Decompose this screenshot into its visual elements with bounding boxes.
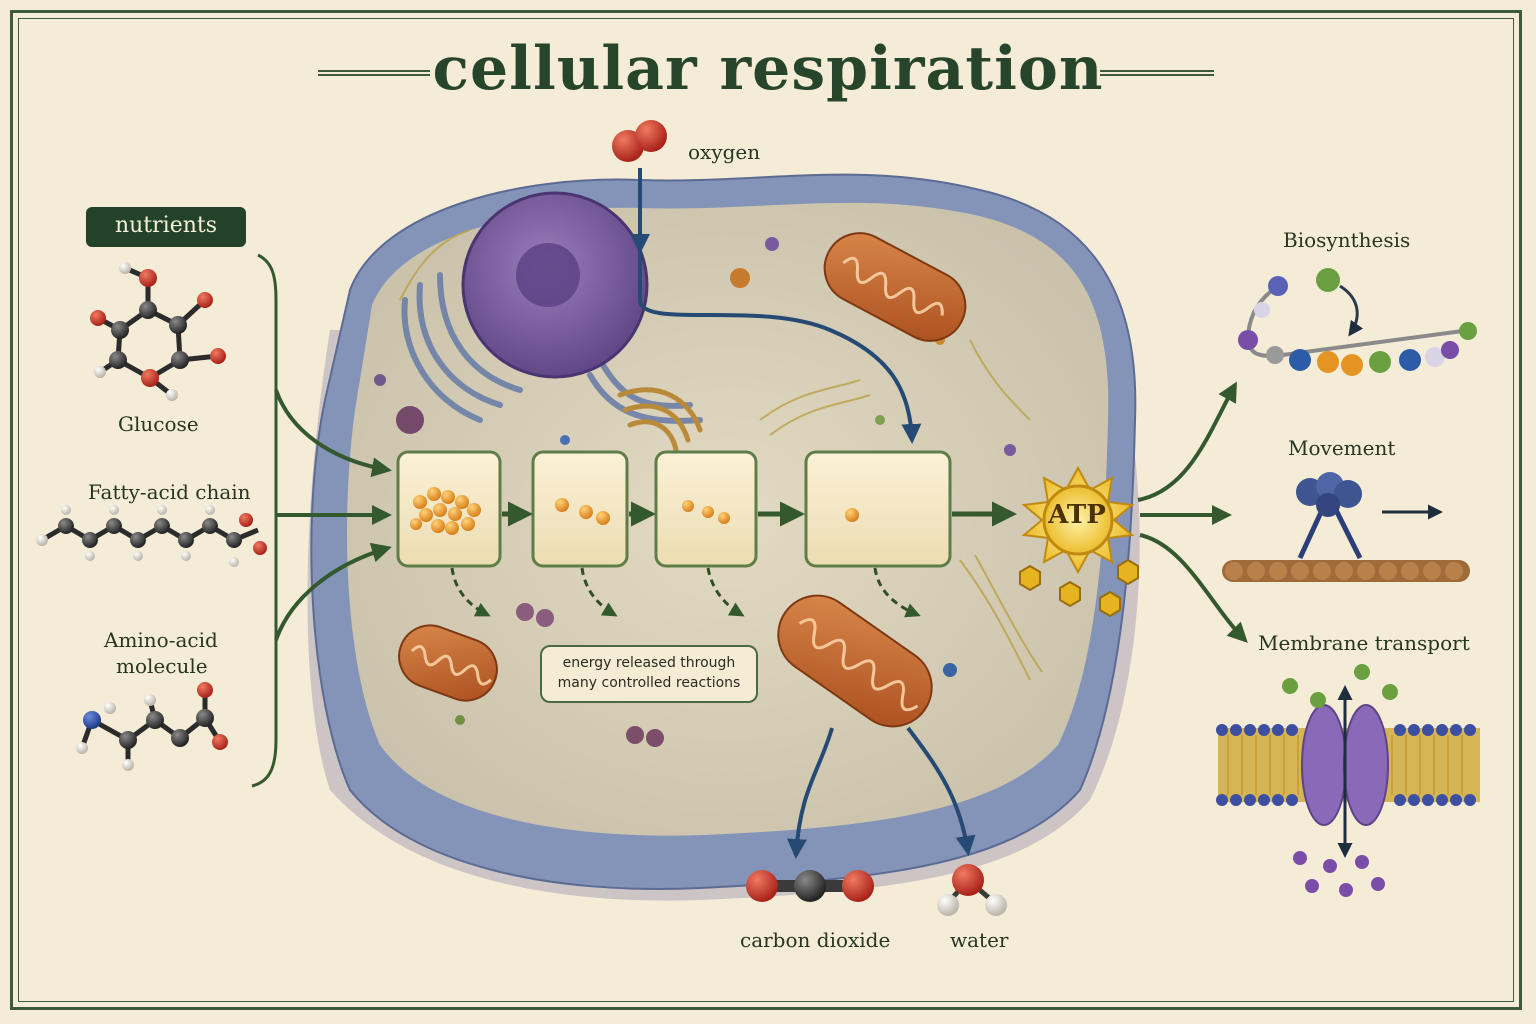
nutrients-badge: nutrients [86, 207, 246, 247]
cytoskeleton-fibers [399, 229, 1043, 681]
output-arrows [787, 726, 976, 859]
title-rule-left [318, 70, 430, 76]
page-title: cellular respiration [432, 34, 1104, 104]
nutrient-bracket [251, 253, 278, 788]
nucleus [461, 191, 649, 379]
oxygen-arrow [638, 168, 922, 444]
atp-use-arrows [1137, 381, 1248, 643]
biosynthesis-label: Biosynthesis [1283, 228, 1411, 252]
reaction-step-3 [654, 450, 758, 568]
protein-chain-icon [1238, 268, 1477, 376]
atp-label: ATP [1048, 500, 1106, 530]
golgi-apparatus [617, 387, 703, 453]
energy-release-arrows [450, 567, 921, 618]
motor-protein-icon [1222, 472, 1470, 582]
atp-star-icon [1021, 465, 1135, 575]
oxygen-molecule-icon [612, 120, 667, 162]
nutrient-input-arrows [274, 389, 392, 641]
membrane-channel-icon [1216, 664, 1480, 897]
reaction-step-4 [804, 450, 952, 568]
amino-acid-label-line1: Amino-acid [104, 628, 218, 652]
amino-acid-molecule-icon [76, 682, 228, 771]
mitochondrion-left [398, 624, 498, 702]
title-rule-right [1100, 70, 1214, 76]
carbon-dioxide-label: carbon dioxide [740, 928, 891, 952]
energy-release-note: energy released through many controlled … [540, 645, 758, 703]
reaction-step-1 [396, 450, 502, 568]
glucose-molecule-icon [90, 262, 226, 401]
reaction-step-2 [531, 450, 629, 568]
amino-acid-label-line2: molecule [116, 654, 208, 678]
fatty-acid-molecule-icon [36, 505, 267, 567]
water-molecule-icon [937, 864, 1007, 916]
atp-molecules [1019, 558, 1139, 618]
inner-frame [18, 18, 1514, 1002]
carbon-dioxide-molecule-icon [746, 870, 874, 902]
outer-frame [10, 10, 1522, 1010]
glucose-label: Glucose [118, 412, 199, 436]
movement-label: Movement [1288, 436, 1396, 460]
water-label: water [950, 928, 1009, 952]
mitochondrion-top [823, 232, 967, 342]
cytoplasm-particles [374, 237, 1016, 747]
mitochondrion-bottom [777, 594, 933, 728]
membrane-transport-label: Membrane transport [1258, 631, 1470, 655]
oxygen-label: oxygen [688, 140, 761, 164]
fatty-acid-label: Fatty-acid chain [88, 480, 251, 504]
energy-release-note-line1: energy released through [562, 655, 736, 671]
energy-release-note-line2: many controlled reactions [557, 675, 741, 691]
